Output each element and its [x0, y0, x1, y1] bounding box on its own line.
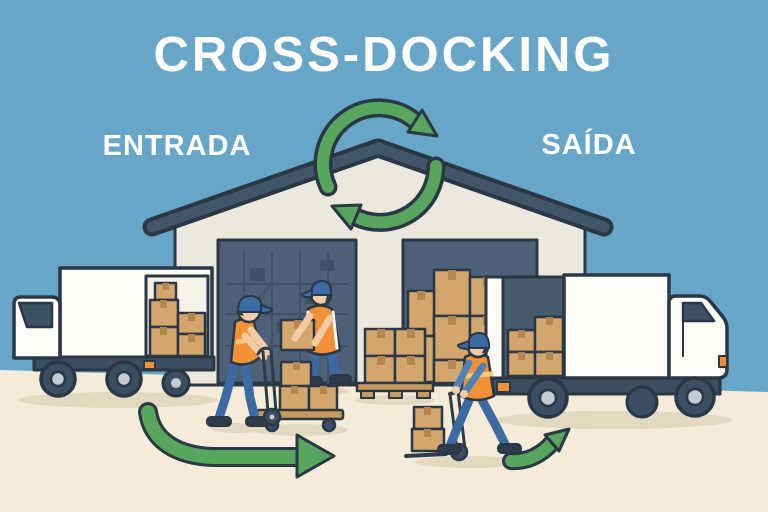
tail-light	[496, 381, 511, 393]
inbound-truck	[12, 266, 216, 398]
worker-loading-cart	[279, 280, 352, 386]
outbound-flow-arrow-icon	[502, 427, 571, 471]
truck-mid-wheel	[625, 385, 659, 419]
worker-cap	[237, 295, 263, 313]
shoe	[329, 374, 352, 384]
inbound-flow-arrow-icon	[138, 402, 336, 479]
cycle-arrowhead-top	[406, 108, 439, 138]
worker-pushing-hand-truck	[437, 332, 522, 455]
page-title: CROSS-DOCKING	[153, 28, 615, 82]
shoe	[206, 416, 232, 427]
label-saida: SAÍDA	[541, 129, 637, 161]
truck-windshield	[17, 301, 54, 329]
cycle-arrowhead-bottom	[330, 203, 363, 231]
truck-marker-light	[143, 360, 156, 370]
platform-cart	[255, 360, 345, 433]
cross-dock-cycle-icon	[313, 98, 446, 232]
front-marker-light	[718, 355, 728, 368]
truck-box-body	[562, 273, 671, 380]
roof	[146, 142, 610, 233]
shoe	[497, 443, 522, 454]
worker-cap	[467, 332, 490, 349]
pallet-deck	[355, 381, 435, 393]
label-entrada: ENTRADA	[102, 130, 252, 162]
hand-truck-left	[256, 346, 282, 427]
cart-wheel	[321, 417, 337, 433]
pallet-of-boxes	[355, 327, 435, 399]
cargo-boxes	[148, 281, 207, 358]
worker-cap	[310, 280, 332, 296]
ground	[0, 370, 768, 512]
cargo-boxes	[506, 315, 565, 378]
worker-with-hand-truck	[206, 295, 273, 427]
outbound-truck	[484, 273, 729, 419]
shoe	[437, 444, 462, 455]
